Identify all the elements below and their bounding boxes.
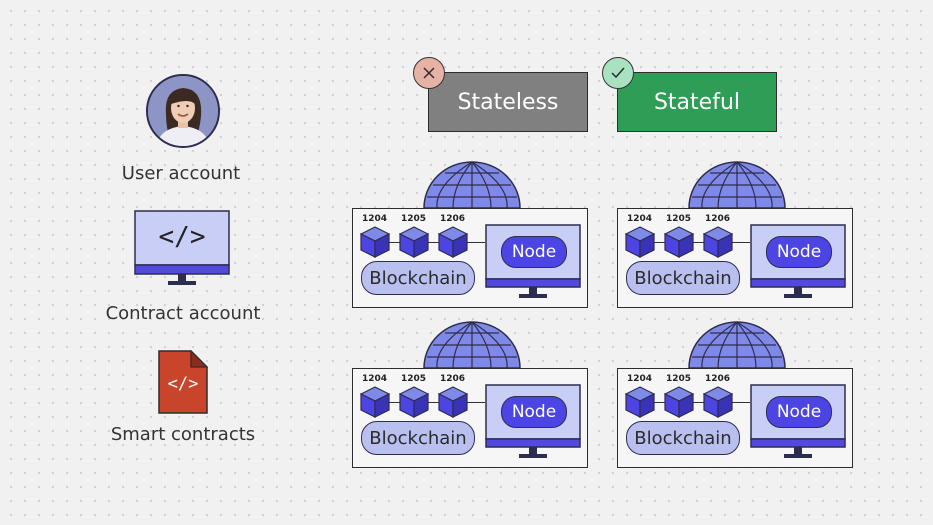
block-number: 1204	[627, 374, 653, 384]
node-panel: 1204 1205 1206 Blockchain Node	[352, 208, 588, 308]
blockchain-label: Blockchain	[361, 261, 475, 295]
user-avatar	[146, 74, 220, 148]
stateful-label: Stateful	[653, 89, 741, 115]
person-icon	[148, 76, 218, 146]
smart-contract-file-icon	[158, 349, 209, 414]
chain-connector	[640, 242, 750, 243]
block-number: 1206	[440, 214, 466, 224]
blockchain-label: Blockchain	[626, 261, 740, 295]
block-cube-icon	[398, 226, 430, 258]
chain-connector	[375, 402, 485, 403]
block-number: 1205	[666, 374, 692, 384]
block-number: 1206	[705, 214, 731, 224]
block-number: 1206	[705, 374, 731, 384]
stateless-label: Stateless	[457, 89, 559, 115]
globe-icon	[688, 161, 786, 209]
node-label: Node	[766, 236, 832, 268]
node-panel: 1204 1205 1206 Blockchain Node	[617, 368, 853, 468]
contract-monitor-icon	[134, 210, 230, 290]
block-cube-icon	[437, 386, 469, 418]
check-icon	[602, 57, 634, 89]
block-cube-icon	[624, 386, 656, 418]
chain-connector	[375, 242, 485, 243]
block-cube-icon	[437, 226, 469, 258]
stateful-box: Stateful	[617, 72, 777, 132]
block-number: 1206	[440, 374, 466, 384]
contract-account-label: Contract account	[105, 303, 261, 324]
node-panel: 1204 1205 1206 Blockchain Node	[352, 368, 588, 468]
smart-contracts-label: Smart contracts	[110, 424, 256, 445]
node-label: Node	[766, 396, 832, 428]
blockchain-label: Blockchain	[626, 421, 740, 455]
block-cube-icon	[702, 226, 734, 258]
node-label: Node	[501, 236, 567, 268]
block-cube-icon	[663, 226, 695, 258]
block-cube-icon	[702, 386, 734, 418]
block-cube-icon	[663, 386, 695, 418]
code-symbol: </>	[158, 222, 206, 252]
globe-icon	[423, 161, 521, 209]
block-cube-icon	[398, 386, 430, 418]
file-code-symbol: </>	[167, 374, 199, 394]
block-number: 1204	[627, 214, 653, 224]
stateless-box: Stateless	[428, 72, 588, 132]
blockchain-label: Blockchain	[361, 421, 475, 455]
block-number: 1205	[401, 374, 427, 384]
globe-icon	[688, 321, 786, 369]
block-number: 1205	[666, 214, 692, 224]
block-number: 1204	[362, 214, 388, 224]
x-icon	[413, 57, 445, 89]
globe-icon	[423, 321, 521, 369]
block-cube-icon	[359, 386, 391, 418]
block-cube-icon	[624, 226, 656, 258]
node-label: Node	[501, 396, 567, 428]
node-panel: 1204 1205 1206 Blockchain Node	[617, 208, 853, 308]
chain-connector	[640, 402, 750, 403]
block-number: 1205	[401, 214, 427, 224]
user-account-label: User account	[121, 163, 241, 184]
block-number: 1204	[362, 374, 388, 384]
block-cube-icon	[359, 226, 391, 258]
